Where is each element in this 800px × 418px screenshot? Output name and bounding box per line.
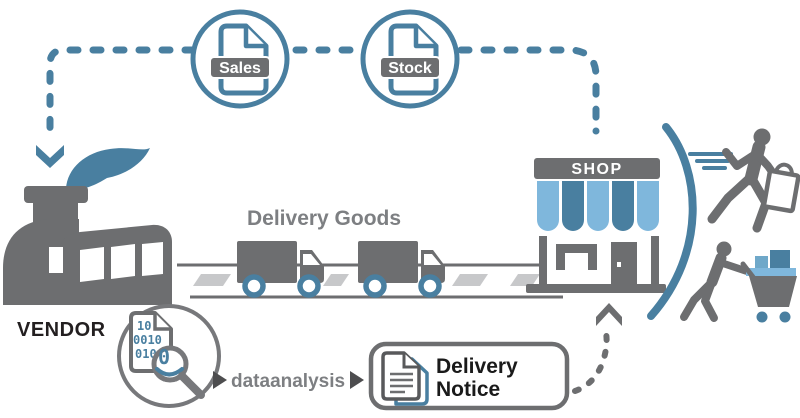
stock-node: Stock bbox=[360, 9, 460, 109]
road-dash bbox=[193, 274, 231, 286]
binary-row: 010 bbox=[135, 347, 157, 361]
sales-node: Sales bbox=[190, 9, 290, 109]
binary-row: 10 bbox=[137, 319, 151, 333]
road-dash bbox=[323, 274, 349, 286]
delivery-notice-label-line2: Notice bbox=[436, 378, 500, 401]
cart-customer-icon bbox=[680, 241, 797, 323]
shop-window bbox=[556, 244, 597, 270]
cart-box-icon bbox=[755, 256, 768, 269]
truck-icon bbox=[358, 241, 445, 298]
notice-to-shop-dashed-arrow bbox=[572, 303, 622, 394]
wheel-icon bbox=[242, 274, 266, 298]
smoke-swoosh-icon bbox=[66, 148, 150, 191]
road-dash bbox=[452, 274, 488, 286]
stock-to-shop-dashed-line bbox=[457, 46, 600, 135]
walking-customer-icon bbox=[707, 128, 800, 233]
cart-box-icon bbox=[770, 250, 790, 269]
shop-sign bbox=[534, 158, 660, 179]
sales-to-vendor-dashed-arrow bbox=[36, 46, 197, 168]
shopping-cart-icon bbox=[740, 250, 797, 323]
shop-entrance-arc bbox=[647, 123, 697, 320]
vendor-label: VENDOR bbox=[17, 319, 106, 341]
data-analysis-node: 10 0010 010 0 bbox=[117, 304, 221, 408]
binary-row: 0010 bbox=[133, 333, 162, 347]
wheel-icon bbox=[363, 274, 387, 298]
sales-badge bbox=[209, 56, 271, 79]
delivery-notice-box: Delivery Notice bbox=[368, 341, 570, 411]
arrow-right-icon bbox=[213, 371, 227, 389]
arrow-up-icon bbox=[596, 303, 622, 326]
stock-badge-label: Stock bbox=[388, 60, 432, 77]
arrow-right-icon bbox=[350, 371, 364, 389]
delivery-notice-document-icon bbox=[381, 351, 429, 406]
sales-badge-label: Sales bbox=[219, 60, 261, 77]
truck-icon bbox=[237, 241, 324, 298]
magnifier-icon: 0 bbox=[151, 345, 205, 399]
vendor-factory-icon bbox=[3, 148, 172, 305]
stock-badge bbox=[379, 56, 441, 79]
shop-awning bbox=[537, 181, 659, 231]
shop-icon: SHOP bbox=[526, 158, 666, 293]
shop-sign-label: SHOP bbox=[571, 161, 622, 178]
cart-wheel-icon bbox=[779, 311, 791, 323]
wheel-icon bbox=[418, 274, 442, 298]
cart-wheel-icon bbox=[756, 311, 768, 323]
dataanalysis-label: dataanalysis bbox=[231, 371, 345, 392]
delivery-notice-label-line1: Delivery bbox=[436, 355, 518, 378]
delivery-goods-label: Delivery Goods bbox=[247, 207, 401, 230]
magnified-digit: 0 bbox=[158, 345, 170, 369]
wheel-icon bbox=[297, 274, 321, 298]
arrow-down-icon bbox=[36, 145, 64, 168]
shopping-bag-icon bbox=[761, 162, 800, 214]
road-dash bbox=[510, 274, 540, 286]
shop-door bbox=[611, 242, 637, 286]
